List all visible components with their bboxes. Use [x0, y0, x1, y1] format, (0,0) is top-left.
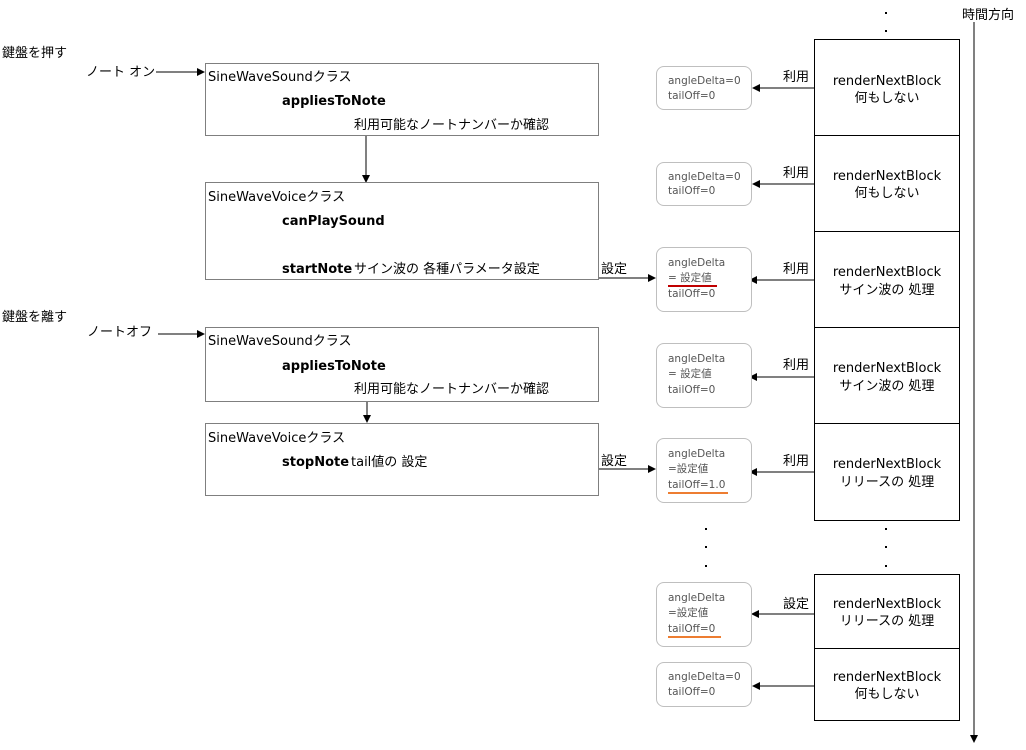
ellipsis-dot — [885, 30, 887, 32]
render-block: renderNextBlock サイン波の 処理 — [814, 231, 960, 329]
render-block-name: renderNextBlock — [832, 74, 942, 89]
set-label: 設定 — [783, 597, 810, 612]
angle-delta-value: =設定値 — [668, 463, 709, 475]
angle-delta-label: angleDelta — [668, 448, 726, 460]
render-block-action: リリースの 処理 — [839, 614, 935, 629]
tail-off-value: tailOff=0 — [668, 384, 716, 396]
use-label: 利用 — [783, 70, 810, 85]
class-title: SineWaveSoundクラス — [208, 334, 352, 349]
state-box: angleDelta=0 tailOff=0 — [656, 162, 752, 206]
angle-delta-value: angleDelta=0 — [668, 75, 741, 87]
method-name: appliesToNote — [282, 94, 386, 109]
angle-delta-label: angleDelta — [668, 353, 726, 365]
render-block-action: リリースの 処理 — [839, 475, 935, 490]
angle-delta-label: angleDelta — [668, 592, 726, 604]
method-name: canPlaySound — [282, 214, 385, 229]
render-block-name: renderNextBlock — [832, 597, 942, 612]
angle-delta-value: =設定値 — [668, 607, 709, 619]
render-block-name: renderNextBlock — [832, 169, 942, 184]
method-note: tail値の 設定 — [351, 455, 428, 470]
state-box: angleDelta =設定値 tailOff=1.0 — [656, 438, 752, 503]
class-title: SineWaveVoiceクラス — [208, 431, 346, 446]
render-block-action: サイン波の 処理 — [839, 379, 935, 394]
render-block-action: 何もしない — [854, 186, 920, 201]
set-label: 設定 — [601, 262, 628, 277]
ellipsis-dot — [885, 546, 887, 548]
use-label: 利用 — [783, 262, 810, 277]
method-name: appliesToNote — [282, 359, 386, 374]
render-block-name: renderNextBlock — [832, 361, 942, 376]
sine-wave-voice-box: SineWaveVoiceクラス canPlaySound startNote … — [205, 182, 599, 280]
state-box: angleDelta =設定値 tailOff=0 — [656, 582, 752, 647]
sine-wave-sound-box: SineWaveSoundクラス appliesToNote 利用可能なノートナ… — [205, 63, 599, 136]
ellipsis-dot — [705, 528, 707, 530]
tail-off-value: tailOff=0 — [668, 90, 716, 102]
tail-off-value: tailOff=0 — [668, 623, 722, 638]
angle-delta-value: angleDelta=0 — [668, 671, 741, 683]
note-off-label: ノートオフ — [87, 325, 153, 340]
method-name: startNote — [282, 262, 353, 277]
render-block-name: renderNextBlock — [832, 265, 942, 280]
state-box: angleDelta = 設定値 tailOff=0 — [656, 247, 752, 312]
state-box: angleDelta=0 tailOff=0 — [656, 662, 752, 707]
method-note: 利用可能なノートナンバーか確認 — [354, 382, 550, 397]
render-block: renderNextBlock 何もしない — [814, 648, 960, 721]
class-title: SineWaveSoundクラス — [208, 70, 352, 85]
key-release-label: 鍵盤を離す — [2, 310, 68, 325]
angle-delta-value: = 設定値 — [668, 272, 717, 287]
render-block: renderNextBlock 何もしない — [814, 135, 960, 233]
time-axis-label: 時間方向 — [962, 8, 1015, 23]
note-on-label: ノート オン — [86, 65, 156, 80]
render-block-name: renderNextBlock — [832, 670, 942, 685]
render-block: renderNextBlock リリースの 処理 — [814, 574, 960, 650]
method-note: 利用可能なノートナンバーか確認 — [354, 118, 550, 133]
key-press-label: 鍵盤を押す — [2, 46, 68, 61]
ellipsis-dot — [705, 546, 707, 548]
class-title: SineWaveVoiceクラス — [208, 190, 346, 205]
set-label: 設定 — [601, 454, 628, 469]
tail-off-value: tailOff=0 — [668, 185, 716, 197]
method-note: サイン波の 各種パラメータ設定 — [354, 262, 540, 277]
use-label: 利用 — [783, 454, 810, 469]
ellipsis-dot — [885, 565, 887, 567]
sine-wave-voice-box-2: SineWaveVoiceクラス stopNote tail値の 設定 — [205, 423, 599, 496]
render-block-action: 何もしない — [854, 687, 920, 702]
state-box: angleDelta = 設定値 tailOff=0 — [656, 343, 752, 408]
state-box: angleDelta=0 tailOff=0 — [656, 66, 752, 110]
render-block-name: renderNextBlock — [832, 457, 942, 472]
render-block-action: サイン波の 処理 — [839, 283, 935, 298]
tail-off-value: tailOff=1.0 — [668, 479, 729, 494]
angle-delta-value: angleDelta=0 — [668, 171, 741, 183]
render-block-action: 何もしない — [854, 91, 920, 106]
ellipsis-dot — [885, 528, 887, 530]
sine-wave-sound-box-2: SineWaveSoundクラス appliesToNote 利用可能なノートナ… — [205, 327, 599, 402]
render-block: renderNextBlock サイン波の 処理 — [814, 327, 960, 425]
render-block: renderNextBlock リリースの 処理 — [814, 423, 960, 521]
use-label: 利用 — [783, 358, 810, 373]
angle-delta-label: angleDelta — [668, 257, 726, 269]
tail-off-value: tailOff=0 — [668, 686, 716, 698]
tail-off-value: tailOff=0 — [668, 288, 716, 300]
render-block: renderNextBlock 何もしない — [814, 39, 960, 137]
ellipsis-dot — [885, 12, 887, 14]
use-label: 利用 — [783, 166, 810, 181]
method-name: stopNote — [282, 455, 350, 470]
ellipsis-dot — [705, 565, 707, 567]
angle-delta-value: = 設定値 — [668, 368, 712, 380]
